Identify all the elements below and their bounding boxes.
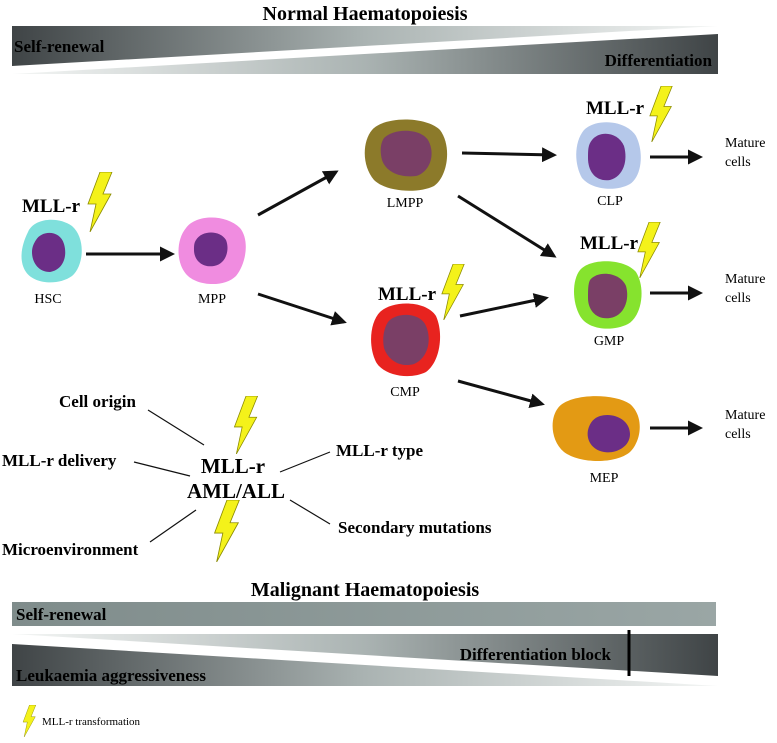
lightning-bolt-icon [441,264,465,320]
factor-microenvironment: Microenvironment [2,540,139,559]
mll-label-clp: MLL-r [586,98,645,119]
center-mllr: MLL-r [201,454,265,478]
differentiation-block-wedge [12,634,718,676]
normal-title: Normal Haematopoiesis [263,3,468,25]
gmp-label: GMP [594,334,625,349]
factor-mllr-delivery: MLL-r delivery [2,451,117,470]
lightning-bolt-icon [234,396,259,454]
mep-cell [552,396,640,461]
mll-label-gmp: MLL-r [580,233,639,254]
mll-label-hsc: MLL-r [22,196,81,217]
mature-cells-mep-line2: cells [725,427,751,442]
mature-cells-gmp-line2: cells [725,291,751,306]
arrow-mpp-lmpp [257,170,339,217]
mpp-cell [178,217,246,285]
mature-cells-clp-line1: Mature [725,136,765,151]
lightning-bolt-icon [87,172,113,232]
clp-cell [576,122,641,189]
self-renewal-label: Self-renewal [14,37,105,56]
factor-secondary-mutations: Secondary mutations [338,518,492,537]
center-aml-all: AML/ALL [187,479,285,503]
legend-lightning-bolt-icon [22,705,37,737]
gmp-cell [574,261,642,329]
connector-mllr-type [279,451,331,473]
mpp-label: MPP [198,292,226,307]
lmpp-label: LMPP [387,196,424,211]
factor-mllr-type: MLL-r type [336,441,423,460]
hsc-cell [21,219,82,283]
arrow-lmpp-clp [461,147,557,163]
mep-label: MEP [590,471,619,486]
connector-cell-origin [147,409,205,446]
arrow-cmp-mep [457,379,545,409]
hsc-label: HSC [34,292,61,307]
factor-cell-origin: Cell origin [59,392,137,411]
cmp-label: CMP [390,385,420,400]
mll-label-cmp: MLL-r [378,284,437,305]
connector-mllr-delivery [133,461,191,477]
self-renewal-wedge [12,26,718,66]
malignant-title: Malignant Haematopoiesis [251,579,480,601]
arrow-cmp-gmp [459,293,549,318]
differentiation-wedge [12,34,718,74]
malignant-self-renewal-bar [12,602,716,626]
legend-label: MLL-r transformation [42,716,141,728]
arrow-lmpp-gmp [457,194,557,258]
arrow-mpp-cmp [257,292,347,326]
leukaemia-aggressiveness-label: Leukaemia aggressiveness [16,666,206,685]
connector-microenvironment [149,509,197,543]
differentiation-block-label: Differentiation block [460,645,612,664]
cmp-cell [371,303,441,377]
connector-secondary-mutations [289,499,331,525]
clp-label: CLP [597,194,623,209]
mature-cells-gmp-line1: Mature [725,272,765,287]
leukaemia-aggressiveness-wedge [12,644,718,686]
differentiation-label: Differentiation [605,51,713,70]
lightning-bolt-icon [214,500,240,562]
lightning-bolt-icon [637,222,661,278]
mature-cells-clp-line2: cells [725,155,751,170]
malignant-self-renewal-label: Self-renewal [16,605,107,624]
lmpp-cell [364,119,448,191]
lightning-bolt-icon [649,86,673,142]
mature-cells-mep-line1: Mature [725,408,765,423]
